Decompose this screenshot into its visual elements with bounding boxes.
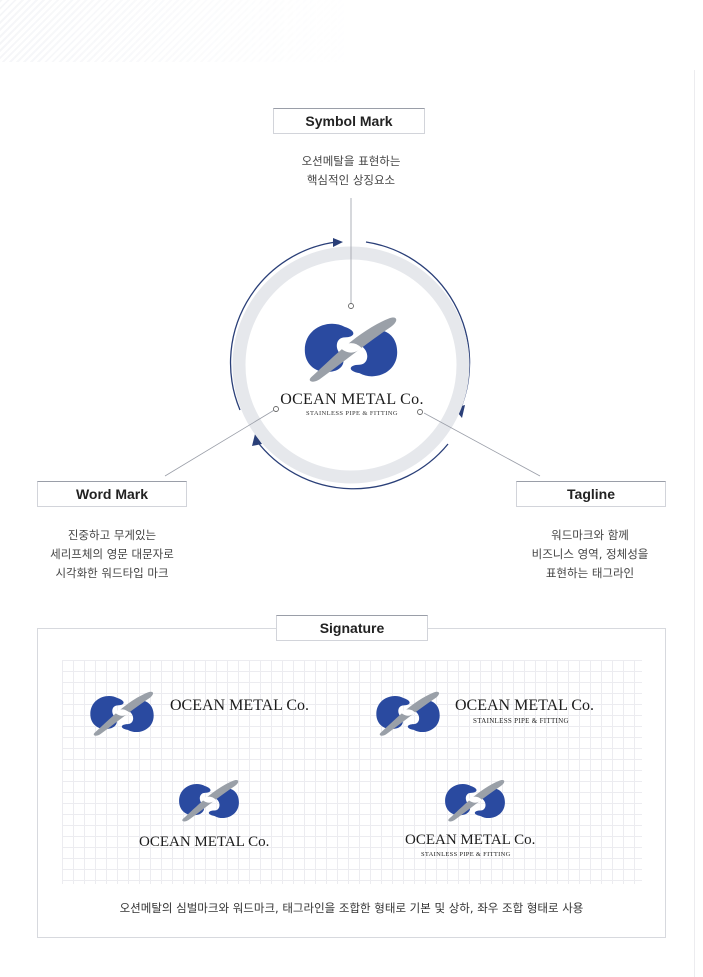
sig4-symbol-icon (445, 779, 505, 822)
desc-line: 시각화한 워드타입 마크 (55, 566, 169, 580)
desc-line: 진중하고 무게있는 (67, 528, 157, 542)
sig2-tagline: STAINLESS PIPE & FITTING (473, 717, 569, 725)
brand-tagline: STAINLESS PIPE & FITTING (306, 410, 398, 417)
tagline-title: Tagline (567, 486, 615, 502)
desc-line: 핵심적인 상징요소 (306, 173, 396, 187)
dot-symbol (348, 303, 354, 309)
sig1-symbol-icon (90, 691, 154, 736)
sig3-wordmark: OCEAN METAL Co. (139, 834, 270, 850)
connector-tagline (423, 412, 541, 477)
dot-wordmark (273, 406, 279, 412)
dot-tagline (417, 409, 423, 415)
word-mark-title: Word Mark (75, 486, 149, 502)
connector-wordmark (164, 408, 277, 477)
word-mark-description: 진중하고 무게있는 세리프체의 영문 대문자로 시각화한 워드타입 마크 (12, 526, 212, 583)
right-divider (694, 70, 695, 977)
tagline-label: Tagline (516, 481, 666, 507)
arc-bottom (255, 439, 449, 490)
sig2-wordmark: OCEAN METAL Co. (455, 697, 595, 714)
tagline-description: 워드마크와 함께 비즈니스 영역, 정체성을 표현하는 태그라인 (490, 526, 690, 583)
signature-title: Signature (319, 620, 385, 636)
desc-line: 오션메탈을 표현하는 (301, 154, 401, 168)
signature-label: Signature (276, 615, 428, 641)
symbol-mark-label: Symbol Mark (273, 108, 425, 134)
signature-caption: 오션메탈의 심벌마크와 워드마크, 태그라인을 조합한 형태로 기본 및 상하,… (119, 901, 584, 915)
arrowhead-top (333, 238, 343, 247)
connector-lines (164, 198, 541, 477)
sig3-symbol-icon (179, 779, 239, 822)
sig1-wordmark: OCEAN METAL Co. (170, 697, 310, 714)
connector-dots (273, 303, 423, 415)
sig2-symbol-icon (376, 691, 440, 736)
desc-line: 비즈니스 영역, 정체성을 (531, 547, 649, 561)
brand-name: OCEAN METAL Co. (280, 391, 424, 408)
symbol-mark-description: 오션메탈을 표현하는 핵심적인 상징요소 (251, 152, 451, 190)
symbol-mark-title: Symbol Mark (305, 113, 393, 129)
sig4-tagline: STAINLESS PIPE & FITTING (421, 851, 511, 858)
desc-line: 세리프체의 영문 대문자로 (50, 547, 174, 561)
center-wordmark: OCEAN METAL Co. STAINLESS PIPE & FITTING (262, 391, 442, 417)
word-mark-label: Word Mark (37, 481, 187, 507)
decorative-pattern (0, 0, 360, 62)
desc-line: 표현하는 태그라인 (545, 566, 635, 580)
arc-top-left (229, 241, 337, 411)
sig4-wordmark: OCEAN METAL Co. (405, 832, 536, 848)
desc-line: 워드마크와 함께 (551, 528, 629, 542)
arrowhead-left (252, 434, 262, 446)
signature-grid (62, 660, 642, 884)
